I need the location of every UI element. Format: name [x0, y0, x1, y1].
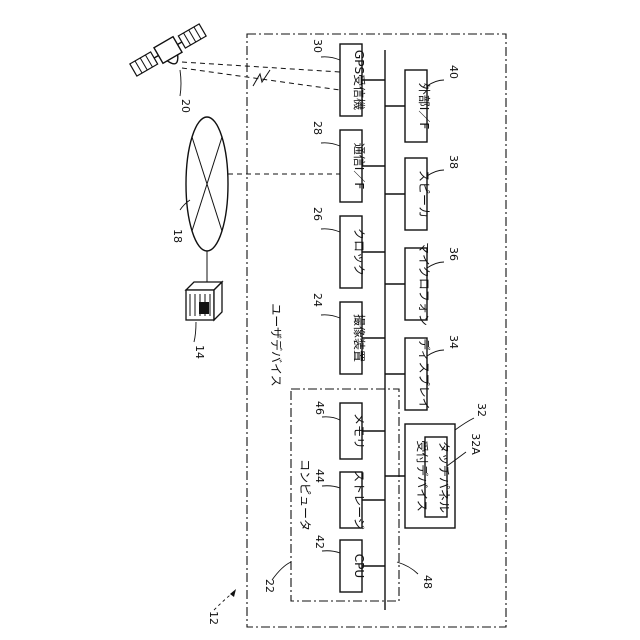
memory-label: メモリ [352, 413, 366, 449]
user-device-caption: ユーザデバイス [269, 303, 284, 386]
ref-22: 22 [263, 579, 276, 593]
gps-receiver-label: GPS受信機 [352, 50, 367, 110]
camera-label: 撮像装置 [352, 314, 366, 362]
microphone-label: マイクロフォン [417, 242, 431, 326]
user-device-frame [247, 34, 506, 627]
ref-14: 14 [193, 345, 206, 359]
comm-if-label: 通信I／F [352, 143, 366, 190]
clock-label: クロック [352, 228, 366, 276]
server-icon [186, 282, 222, 320]
satellite-icon [129, 22, 211, 83]
ext-if-label: 外部I／F [417, 83, 432, 130]
ref-20: 20 [179, 99, 192, 113]
network-icon [186, 117, 228, 251]
ref-32a: 32A [469, 433, 482, 455]
reception-device-label: 受付デバイス [415, 440, 430, 512]
ref-26: 26 [311, 207, 324, 221]
ref-46: 46 [313, 401, 326, 415]
ref-42: 42 [313, 535, 326, 549]
ref-48: 48 [421, 575, 434, 589]
touch-panel-label: タッチパネル [437, 441, 451, 513]
satellite-signal-upper [182, 62, 340, 72]
ref-32: 32 [475, 403, 488, 417]
ref-30: 30 [311, 39, 324, 53]
computer-caption: コンピュータ [298, 459, 312, 531]
ref-34: 34 [447, 335, 460, 349]
storage-label: ストレージ [352, 470, 366, 530]
ref-24: 24 [311, 293, 324, 307]
ref-36: 36 [447, 247, 460, 261]
cpu-label: CPU [352, 554, 366, 578]
display-label: ディスプレイ [417, 338, 432, 409]
ref-12: 12 [207, 611, 220, 625]
ref-44: 44 [313, 469, 326, 483]
ref-40: 40 [447, 65, 460, 79]
ref-28: 28 [311, 121, 324, 135]
ref-38: 38 [447, 155, 460, 169]
speaker-label: スピーカ [417, 170, 431, 218]
ref-18: 18 [171, 229, 184, 243]
